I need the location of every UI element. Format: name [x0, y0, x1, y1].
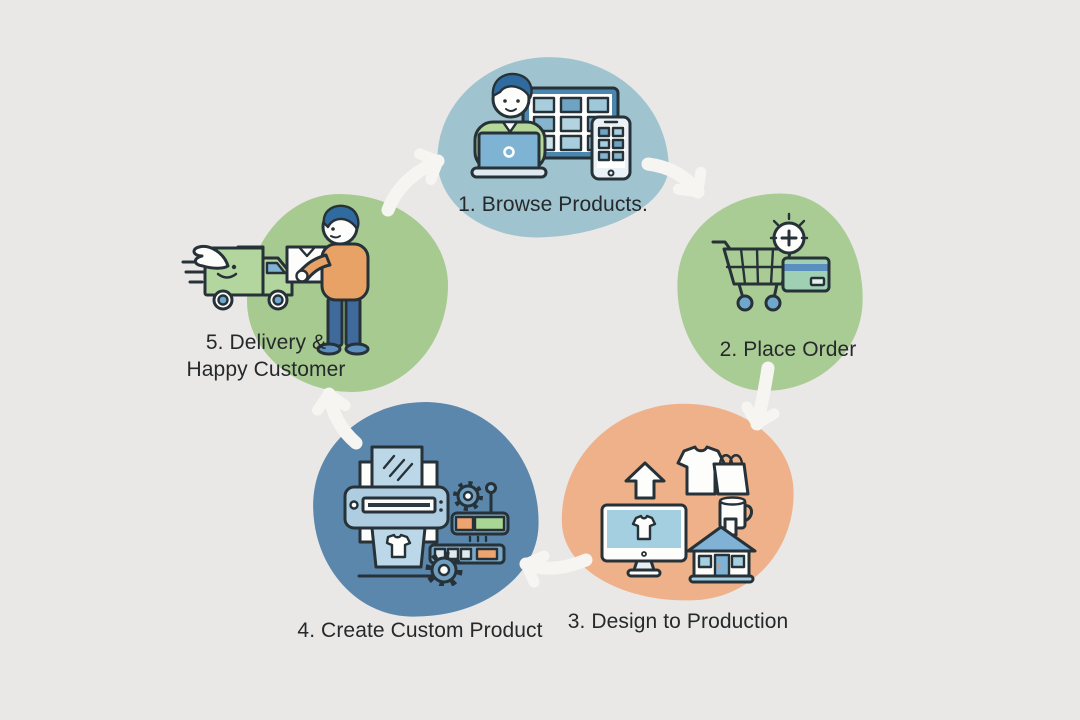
control-panel-icon	[428, 482, 510, 565]
shopping-cart-credit-card-illustration	[711, 212, 831, 312]
gear-icon-large	[425, 551, 463, 586]
design-products-monitor-illustration	[600, 445, 757, 584]
step-label-create: 4. Create Custom Product	[297, 619, 543, 642]
house-icon	[686, 517, 757, 584]
printing-machine-gears-illustration	[343, 445, 510, 586]
arrow-step2-to-step3	[741, 361, 780, 431]
tshirt-icon	[676, 445, 726, 496]
arrow-step3-to-step4	[519, 550, 593, 588]
customer-icon	[295, 204, 370, 356]
step-label-order: 2. Place Order	[719, 338, 857, 361]
gear-icon	[453, 481, 483, 511]
arrow-step1-to-step2	[641, 157, 707, 199]
customer-browsing-devices-illustration	[470, 72, 632, 181]
add-to-cart-plus-icon	[769, 212, 809, 255]
delivery-truck-happy-customer-illustration	[181, 204, 370, 356]
step-label-delivery: 5. Delivery & Happy Customer	[186, 331, 346, 381]
arrow-step4-to-step5	[311, 387, 363, 450]
smartphone-icon	[590, 115, 632, 181]
step-label-production: 3. Design to Production	[567, 610, 789, 633]
monitor-icon	[600, 503, 688, 578]
laptop-icon	[470, 131, 548, 179]
wing-icon	[192, 244, 230, 270]
speed-lines-icon	[181, 260, 206, 284]
arrow-step5-to-step1	[381, 148, 445, 217]
step-label-browse: 1. Browse Products.	[458, 193, 648, 216]
printer-icon	[343, 445, 450, 578]
shopping-cart-icon	[711, 240, 793, 312]
delivery-truck-icon	[192, 244, 294, 311]
shopping-bag-icon	[712, 454, 750, 496]
upload-arrow-icon	[624, 461, 666, 500]
credit-card-icon	[781, 256, 831, 293]
